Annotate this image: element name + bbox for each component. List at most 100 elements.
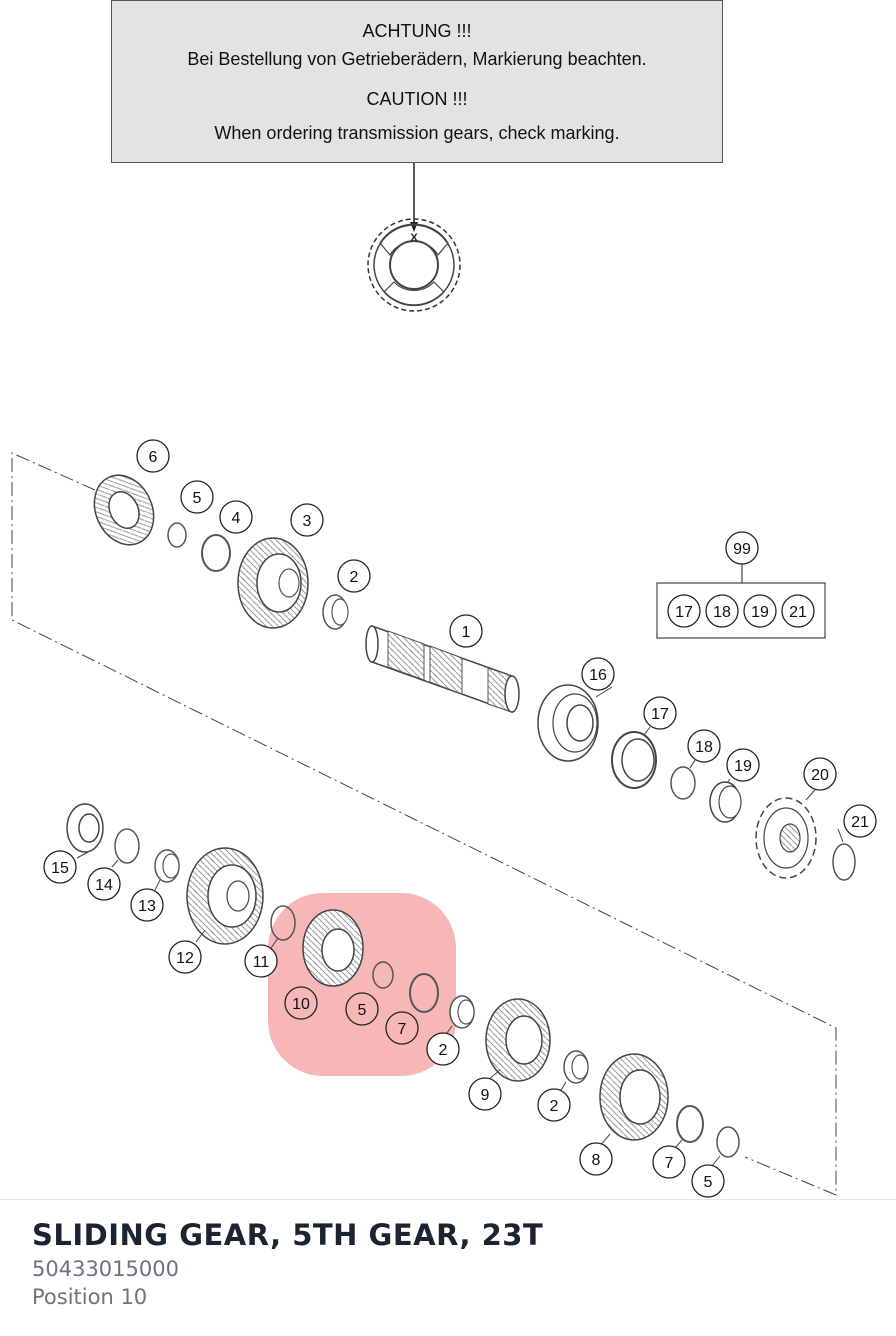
caution-notice: ACHTUNG !!! Bei Bestellung von Getrieber… <box>111 0 723 163</box>
ball-bearing-15-icon <box>66 803 104 853</box>
callout-2-right[interactable]: 2 <box>537 1088 571 1122</box>
svg-text:6: 6 <box>149 449 158 466</box>
svg-text:99: 99 <box>733 541 751 558</box>
callout-2-lower[interactable]: 2 <box>426 1032 460 1066</box>
kit-callout-21[interactable]: 21 <box>781 594 815 628</box>
svg-text:5: 5 <box>704 1174 713 1191</box>
sprocket-20-icon <box>755 797 817 879</box>
washer-4-icon <box>201 534 231 572</box>
callout-5-lower[interactable]: 5 <box>345 992 379 1026</box>
svg-text:16: 16 <box>589 667 607 684</box>
svg-text:20: 20 <box>811 767 829 784</box>
callout-7-right[interactable]: 7 <box>652 1145 686 1179</box>
callout-9[interactable]: 9 <box>468 1077 502 1111</box>
washer-7-icon <box>409 973 439 1013</box>
svg-text:2: 2 <box>550 1098 559 1115</box>
callout-16[interactable]: 16 <box>581 657 615 691</box>
svg-text:2: 2 <box>350 569 359 586</box>
callout-18[interactable]: 18 <box>687 729 721 763</box>
callout-7[interactable]: 7 <box>385 1011 419 1045</box>
part-info-panel: SLIDING GEAR, 5TH GEAR, 23T 50433015000 … <box>0 1199 896 1336</box>
svg-text:12: 12 <box>176 950 194 967</box>
svg-text:19: 19 <box>751 604 769 621</box>
svg-text:3: 3 <box>303 513 312 530</box>
svg-text:8: 8 <box>592 1152 601 1169</box>
svg-text:21: 21 <box>851 814 869 831</box>
circlip-5-icon <box>167 522 187 548</box>
exploded-parts-diagram: ACHTUNG !!! Bei Bestellung von Getrieber… <box>11 0 877 1198</box>
svg-text:19: 19 <box>734 758 752 775</box>
callout-6[interactable]: 6 <box>136 439 170 473</box>
part-position: Position 10 <box>32 1285 148 1309</box>
notice-line-achtung: ACHTUNG !!! <box>362 21 472 41</box>
gear-8-icon <box>599 1053 669 1141</box>
gear-9-icon <box>485 998 551 1082</box>
callout-17[interactable]: 17 <box>643 696 677 730</box>
callout-2[interactable]: 2 <box>337 559 371 593</box>
circlip-21-icon <box>832 843 856 881</box>
callout-3[interactable]: 3 <box>290 503 324 537</box>
needle-bearing-13-icon <box>154 849 180 883</box>
svg-text:18: 18 <box>713 604 731 621</box>
callout-13[interactable]: 13 <box>130 888 164 922</box>
svg-text:17: 17 <box>651 706 669 723</box>
svg-text:10: 10 <box>292 996 310 1013</box>
part-number: 50433015000 <box>32 1257 179 1281</box>
part-name: SLIDING GEAR, 5TH GEAR, 23T <box>32 1218 544 1252</box>
kit-callout-19[interactable]: 19 <box>743 594 777 628</box>
washer-11-icon <box>270 905 296 941</box>
svg-text:7: 7 <box>665 1155 674 1172</box>
gear-3-icon <box>237 537 309 629</box>
callout-8[interactable]: 8 <box>579 1142 613 1176</box>
callout-4[interactable]: 4 <box>219 500 253 534</box>
sliding-gear-6-icon <box>93 474 155 546</box>
circlip-5-right-icon <box>716 1126 740 1158</box>
callout-15[interactable]: 15 <box>43 850 77 884</box>
callout-1[interactable]: 1 <box>449 614 483 648</box>
svg-text:11: 11 <box>253 954 270 971</box>
washer-7-right-icon <box>676 1105 704 1143</box>
kit-callout-18[interactable]: 18 <box>705 594 739 628</box>
svg-text:5: 5 <box>358 1002 367 1019</box>
callout-21[interactable]: 21 <box>843 804 877 838</box>
svg-text:7: 7 <box>398 1021 407 1038</box>
svg-text:13: 13 <box>138 898 156 915</box>
needle-bearing-2-icon <box>322 594 349 630</box>
notice-line-english: When ordering transmission gears, check … <box>214 123 620 143</box>
needle-bearing-2-lower-icon <box>449 995 475 1029</box>
callout-20[interactable]: 20 <box>803 757 837 791</box>
needle-bearing-2-right-icon <box>563 1050 589 1084</box>
svg-text:15: 15 <box>51 860 69 877</box>
svg-text:5: 5 <box>193 490 202 507</box>
ball-bearing-16-icon <box>537 684 599 762</box>
svg-text:21: 21 <box>789 604 807 621</box>
main-shaft-1-icon <box>365 624 520 714</box>
shaft-seal-17-icon <box>611 731 657 789</box>
svg-text:X: X <box>410 232 418 244</box>
diagram-drawing: X <box>11 163 877 1198</box>
callout-11[interactable]: 11 <box>244 944 278 978</box>
callout-14[interactable]: 14 <box>87 867 121 901</box>
callout-5-right[interactable]: 5 <box>691 1164 725 1198</box>
marking-gear-icon: X <box>367 218 461 312</box>
callout-12[interactable]: 12 <box>168 940 202 974</box>
spacer-19-icon <box>709 781 742 823</box>
notice-line-caution: CAUTION !!! <box>366 89 468 109</box>
o-ring-18-icon <box>670 766 696 800</box>
callout-5[interactable]: 5 <box>180 480 214 514</box>
circlip-5-lower-icon <box>372 961 394 989</box>
gear-12-icon <box>186 847 264 945</box>
assembly-outline <box>11 452 837 1196</box>
svg-text:14: 14 <box>95 877 113 894</box>
callout-99[interactable]: 99 <box>725 531 759 565</box>
svg-text:4: 4 <box>232 510 241 527</box>
svg-text:1: 1 <box>462 624 471 641</box>
kit-callout-17[interactable]: 17 <box>667 594 701 628</box>
callout-19[interactable]: 19 <box>726 748 760 782</box>
svg-text:18: 18 <box>695 739 713 756</box>
svg-text:17: 17 <box>675 604 693 621</box>
notice-line-german: Bei Bestellung von Getrieberädern, Marki… <box>187 49 647 69</box>
svg-text:9: 9 <box>481 1087 490 1104</box>
callout-10[interactable]: 10 <box>284 986 318 1020</box>
washer-14-icon <box>114 828 140 864</box>
